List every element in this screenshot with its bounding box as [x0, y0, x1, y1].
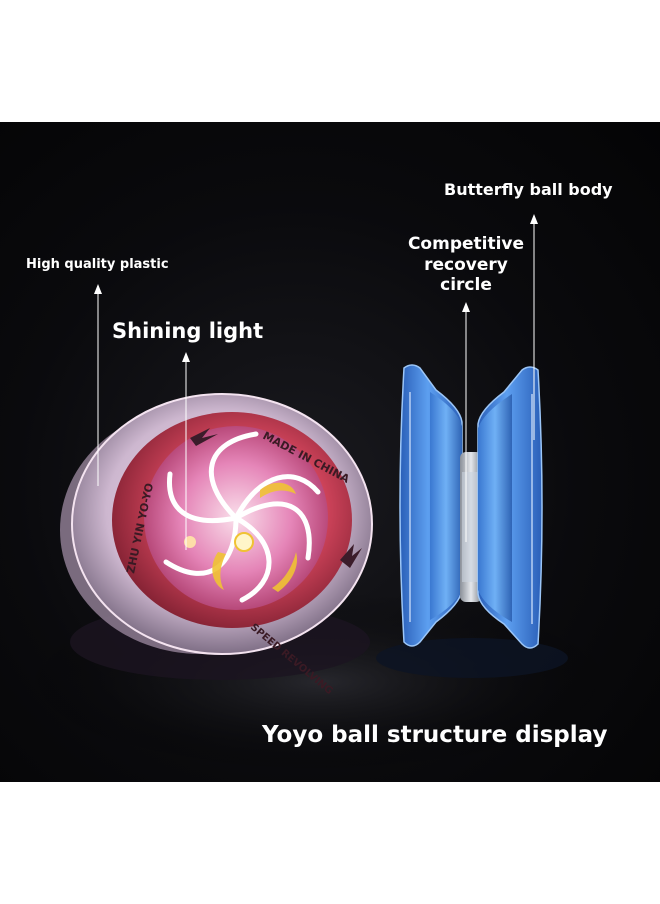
pointer-recovery-arrow-icon [462, 302, 470, 312]
pointer-light-arrow-icon [182, 352, 190, 362]
label-competitive-recovery-circle: Competitive recovery circle [407, 234, 525, 296]
side-yoyo-shadow [376, 638, 568, 678]
front-yoyo: MADE IN CHINA ZHU YIN YO-YO SPEED REVOLV… [60, 393, 373, 697]
side-yoyo-right-body [478, 394, 512, 622]
shining-light-led-2 [184, 536, 196, 548]
yoyo-structure-illustration: MADE IN CHINA ZHU YIN YO-YO SPEED REVOLV… [20, 214, 620, 772]
accent-blades [212, 482, 298, 592]
product-photo-panel: MADE IN CHINA ZHU YIN YO-YO SPEED REVOLV… [0, 122, 660, 782]
pointer-butterfly-arrow-icon [530, 214, 538, 224]
bird-decal-icon-2 [340, 544, 362, 568]
bird-decal-icon [190, 428, 218, 446]
side-yoyo-left-body [430, 392, 462, 620]
label-butterfly-ball-body: Butterfly ball body [444, 180, 613, 199]
label-shining-light: Shining light [112, 319, 264, 343]
structure-caption: Yoyo ball structure display [262, 722, 608, 748]
shining-light-led [234, 532, 254, 552]
pointer-plastic-arrow-icon [94, 284, 102, 294]
pointer-lines [94, 214, 538, 550]
label-high-quality-plastic: High quality plastic [26, 257, 169, 272]
